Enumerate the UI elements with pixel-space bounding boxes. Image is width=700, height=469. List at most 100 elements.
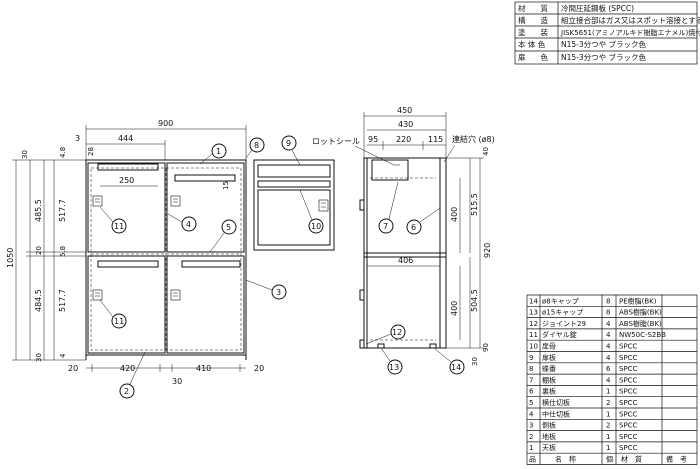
balloon: 4 <box>167 213 197 232</box>
balloon: 1 <box>199 143 227 165</box>
dim-width-total: 900 <box>158 119 173 128</box>
balloon: 6 <box>406 207 441 235</box>
spec-label: 塗 装 <box>518 27 548 37</box>
dim-mid-margin: 20 <box>35 246 43 255</box>
dim-inner-top: 406 <box>398 256 413 265</box>
dim-d95: 95 <box>368 135 378 144</box>
part-material: SPCC <box>619 433 638 441</box>
part-no: 14 <box>529 297 538 305</box>
spec-label: 材 質 <box>518 3 548 13</box>
dial-lock-icon <box>92 289 103 301</box>
dim-d220: 220 <box>396 135 411 144</box>
part-no: 5 <box>529 399 533 407</box>
connect-hole-label: 連結穴 (ø8) <box>452 134 495 144</box>
spec-value: 組立接合部はガス又はスポット溶接とする <box>561 15 700 25</box>
svg-text:11: 11 <box>114 317 124 326</box>
part-material: SPCC <box>619 365 638 373</box>
part-material: SPCC <box>619 444 638 452</box>
part-no: 1 <box>529 444 533 452</box>
part-material: SPCC <box>619 388 638 396</box>
dim-left-width: 444 <box>118 134 133 143</box>
part-material: SPCC <box>619 410 638 418</box>
spec-label: 本 体 色 <box>518 39 546 49</box>
dim-top-small-b: 28 <box>87 147 95 156</box>
spec-label: 構 造 <box>518 15 548 25</box>
spec-value: 冷間圧延鋼板 (SPCC) <box>561 3 634 13</box>
part-qty: 4 <box>606 331 611 339</box>
header-no: 品 <box>529 456 536 464</box>
part-name: 側板 <box>542 421 556 430</box>
dim-h400b: 400 <box>450 301 459 316</box>
dim-mid-gap: 5.8 <box>59 246 67 257</box>
svg-text:2: 2 <box>124 387 129 396</box>
part-no: 9 <box>529 354 533 362</box>
part-qty: 1 <box>606 444 610 452</box>
svg-text:14: 14 <box>451 363 461 372</box>
part-material: ABS樹脂(BK) <box>619 319 662 328</box>
balloon: 13 <box>380 347 403 375</box>
balloon: 9 <box>281 135 301 166</box>
part-qty: 4 <box>606 343 611 351</box>
dim-margin-left: 20 <box>68 364 78 373</box>
dim-top-gap: 3 <box>75 134 80 143</box>
header-qty: 個 <box>606 455 613 464</box>
part-material: SPCC <box>619 422 638 430</box>
dim-h920: 920 <box>483 243 492 258</box>
dim-right-top: 40 <box>482 147 490 156</box>
part-material: SPCC <box>619 354 638 362</box>
dim-margin-right: 20 <box>254 364 264 373</box>
part-qty: 4 <box>606 376 611 384</box>
balloon: 3 <box>245 279 287 300</box>
dim-h30: 30 <box>471 357 479 366</box>
spec-value: N15-3分つや ブラック色 <box>561 39 647 49</box>
svg-text:10: 10 <box>311 222 321 231</box>
part-qty: 1 <box>606 433 610 441</box>
part-qty: 1 <box>606 388 610 396</box>
part-name: ø15キャップ <box>542 309 583 317</box>
header-note: 備 考 <box>666 455 687 464</box>
balloon: 5 <box>209 219 237 253</box>
dim-d115: 115 <box>428 135 443 144</box>
svg-text:9: 9 <box>286 139 291 148</box>
part-name: ø8キャップ <box>542 297 579 305</box>
part-no: 7 <box>529 376 533 384</box>
part-no: 12 <box>529 320 538 328</box>
dim-height-total: 1050 <box>6 248 15 268</box>
part-name: ジョイント29 <box>542 320 586 328</box>
svg-text:7: 7 <box>383 222 388 231</box>
dial-lock-icon <box>318 199 329 212</box>
spec-label: 扉 色 <box>518 52 548 62</box>
dim-lower-inner: 517.7 <box>58 289 67 312</box>
part-qty: 6 <box>606 365 611 373</box>
part-no: 8 <box>529 365 533 373</box>
part-name: 地板 <box>542 432 556 441</box>
part-material: SPCC <box>619 343 638 351</box>
balloon: 12 <box>365 324 406 345</box>
part-name: 中仕切板 <box>542 409 570 418</box>
dial-lock-icon <box>92 195 103 207</box>
dim-bottom-small: 4 <box>59 353 67 358</box>
part-name: 扉板 <box>542 353 556 362</box>
dim-h515: 515.5 <box>470 193 479 216</box>
dim-lower-door: 484.5 <box>34 289 43 312</box>
svg-text:4: 4 <box>186 220 191 229</box>
lot-seal-label: ロットシール <box>312 137 360 146</box>
dim-depth-total: 450 <box>397 106 412 115</box>
balloon: 11 <box>99 206 127 234</box>
part-qty: 4 <box>606 320 611 328</box>
dim-bottom-margin: 30 <box>35 353 43 362</box>
dim-top-strip: 15 <box>222 181 230 190</box>
dial-lock-icon <box>170 195 181 207</box>
part-name: 扉骨 <box>542 342 556 351</box>
dim-depth-inner: 430 <box>398 120 413 129</box>
part-no: 11 <box>529 331 538 339</box>
part-material: ABS樹脂(BK) <box>619 308 662 317</box>
svg-text:1: 1 <box>216 147 221 156</box>
svg-text:13: 13 <box>389 363 399 372</box>
part-name: 棚板 <box>542 375 556 384</box>
part-material: SPCC <box>619 376 638 384</box>
part-no: 13 <box>529 309 538 317</box>
balloon: 10 <box>299 189 324 234</box>
balloon: 8 <box>245 137 265 159</box>
dim-upper-door: 485.5 <box>34 199 43 222</box>
